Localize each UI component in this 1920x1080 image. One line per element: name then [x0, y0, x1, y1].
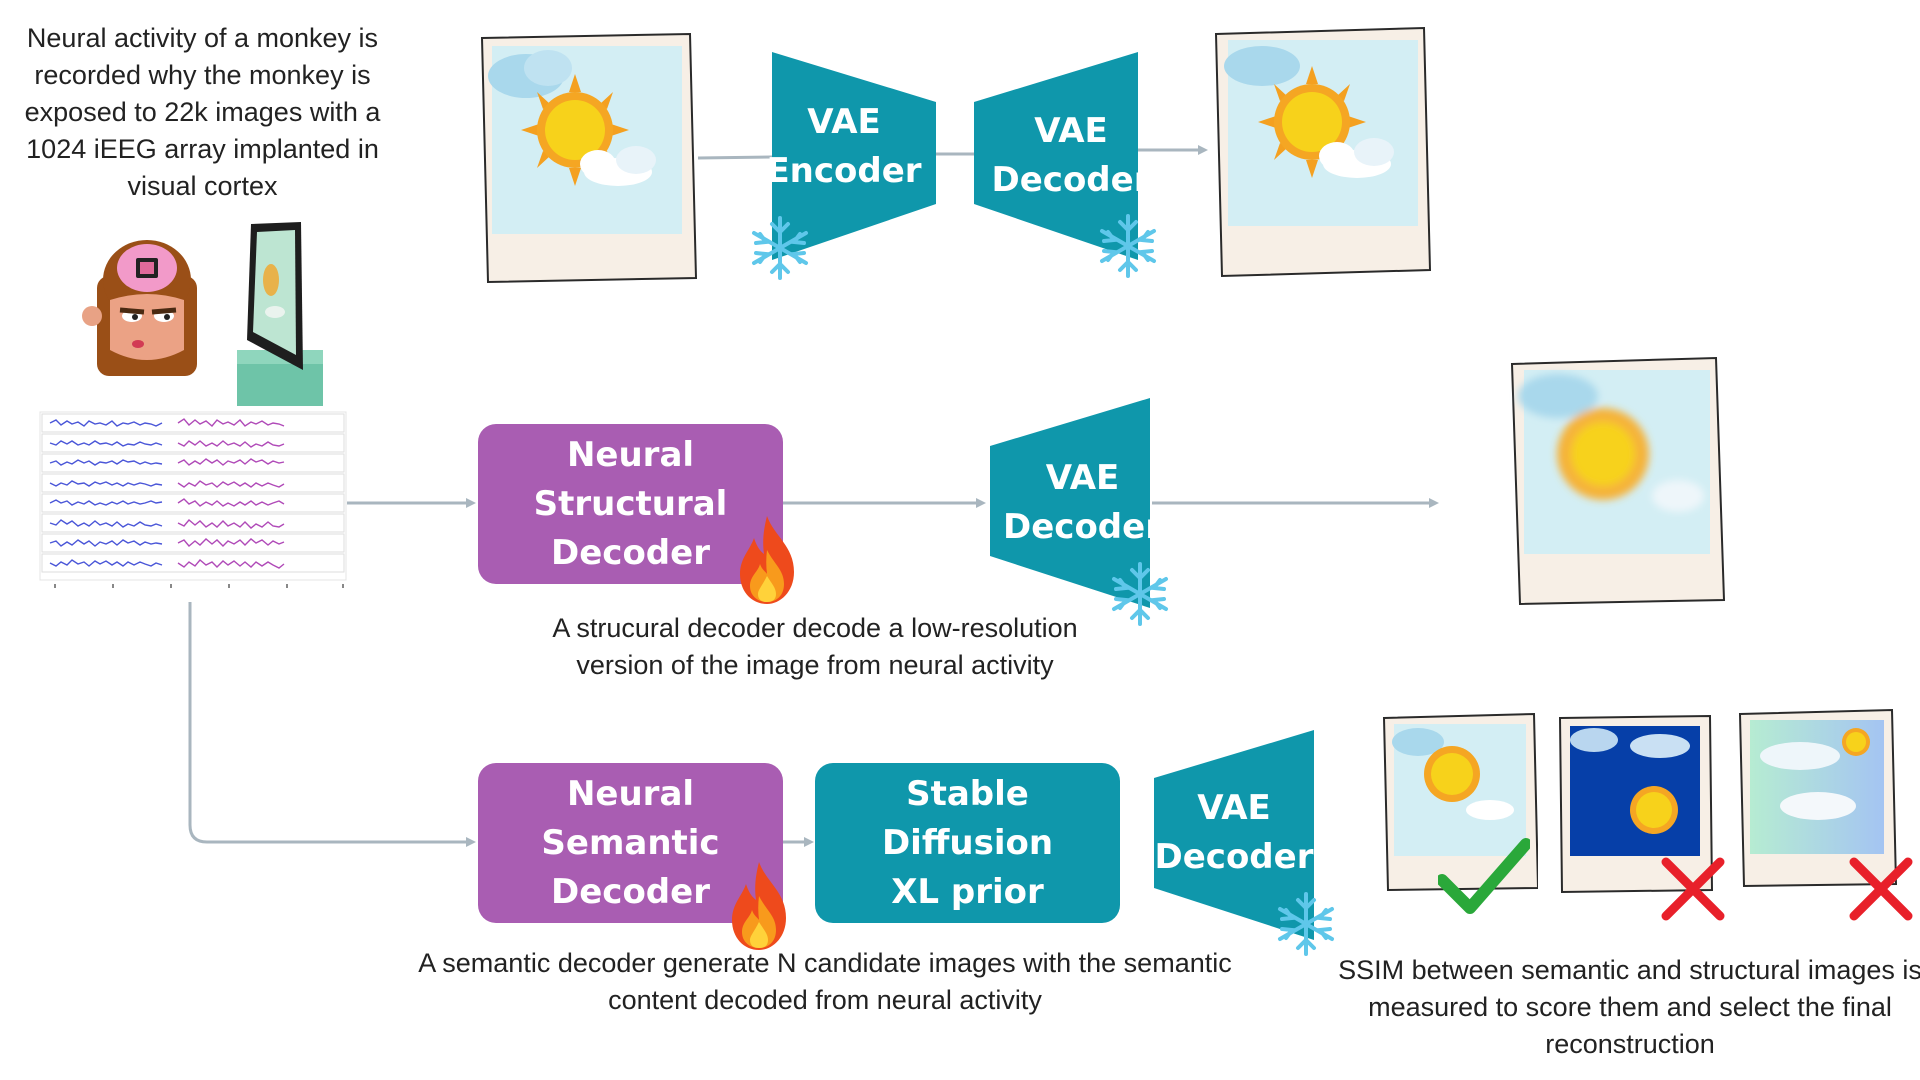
structural-caption: A strucural decoder decode a low-resolut…	[552, 613, 1078, 680]
structural-reconstruction-photo	[1510, 356, 1726, 606]
checkmark-icon	[1438, 838, 1530, 914]
monkey-illustration	[82, 240, 197, 376]
semantic-caption: A semantic decoder generate N candidate …	[418, 948, 1232, 1015]
vae-output-photo	[1214, 26, 1432, 278]
snowflake-icon	[1278, 892, 1334, 956]
cross-icon	[1849, 857, 1913, 921]
arrow-signals-to-semantic	[188, 602, 476, 847]
neural-structural-decoder: Neural Structural Decoder	[478, 424, 783, 584]
candidate-image-1	[1382, 712, 1538, 892]
intro-caption: Neural activity of a monkey is recorded …	[24, 23, 381, 201]
candidate-image-3	[1738, 708, 1898, 888]
stable-diffusion-xl-prior: Stable Diffusion XL prior	[815, 763, 1120, 923]
arrow-photo-to-encoder	[697, 155, 773, 160]
flame-icon	[732, 862, 786, 950]
vae-encoder-top: VAE Encoder	[766, 52, 938, 260]
ssim-caption: SSIM between semantic and structural ima…	[1338, 955, 1920, 1059]
vae-decoder-top: VAE Decoder	[972, 52, 1150, 260]
candidate-image-2	[1558, 714, 1714, 894]
flame-icon	[740, 516, 794, 604]
snowflake-icon	[1100, 214, 1156, 278]
vae-decoder-middle: VAE Decoder	[988, 398, 1162, 608]
snowflake-icon	[752, 216, 808, 280]
neural-signals-plot	[39, 411, 347, 588]
vae-decoder-bottom: VAE Decoder	[1152, 730, 1316, 940]
cross-icon	[1661, 857, 1725, 921]
neural-semantic-decoder: Neural Semantic Decoder	[478, 763, 783, 923]
input-image-photo	[480, 32, 698, 284]
monitor-illustration	[237, 222, 323, 406]
snowflake-icon	[1112, 562, 1168, 626]
